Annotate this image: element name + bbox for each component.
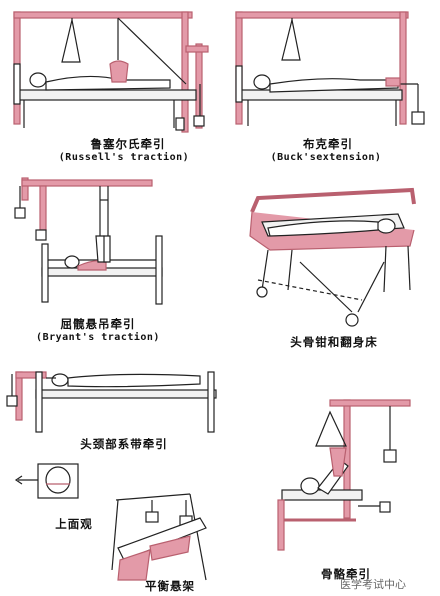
balanced-suspension-figure bbox=[111, 493, 207, 581]
russell-traction-figure bbox=[13, 11, 209, 133]
buck-english-label: (Buck'sextension) bbox=[270, 152, 382, 163]
russell-english-label: (Russell's traction) bbox=[58, 152, 190, 163]
top-view-figure bbox=[14, 463, 79, 499]
top-view-label: 上面观 bbox=[55, 517, 93, 531]
skeletal-traction-label: 骨骼牵引 bbox=[321, 567, 371, 581]
turning-bed-label: 头骨钳和翻身床 bbox=[290, 335, 378, 349]
skeletal-traction-figure bbox=[277, 399, 411, 551]
head-neck-traction-figure bbox=[6, 371, 217, 433]
watermark: 医学考试中心 bbox=[340, 578, 406, 591]
turning-bed-figure bbox=[249, 187, 416, 327]
bryant-label: 屈髋悬吊牵引 bbox=[60, 317, 136, 331]
buck-extension-figure bbox=[235, 11, 425, 126]
head-neck-label: 头颈部系带牵引 bbox=[80, 437, 168, 451]
bryant-traction-figure bbox=[14, 177, 163, 305]
balanced-suspension-label: 平衡悬架 bbox=[145, 579, 195, 593]
russell-label: 鲁塞尔氏牵引 bbox=[90, 137, 166, 151]
bryant-english-label: (Bryant's traction) bbox=[36, 332, 160, 343]
buck-label: 布克牵引 bbox=[303, 137, 353, 151]
